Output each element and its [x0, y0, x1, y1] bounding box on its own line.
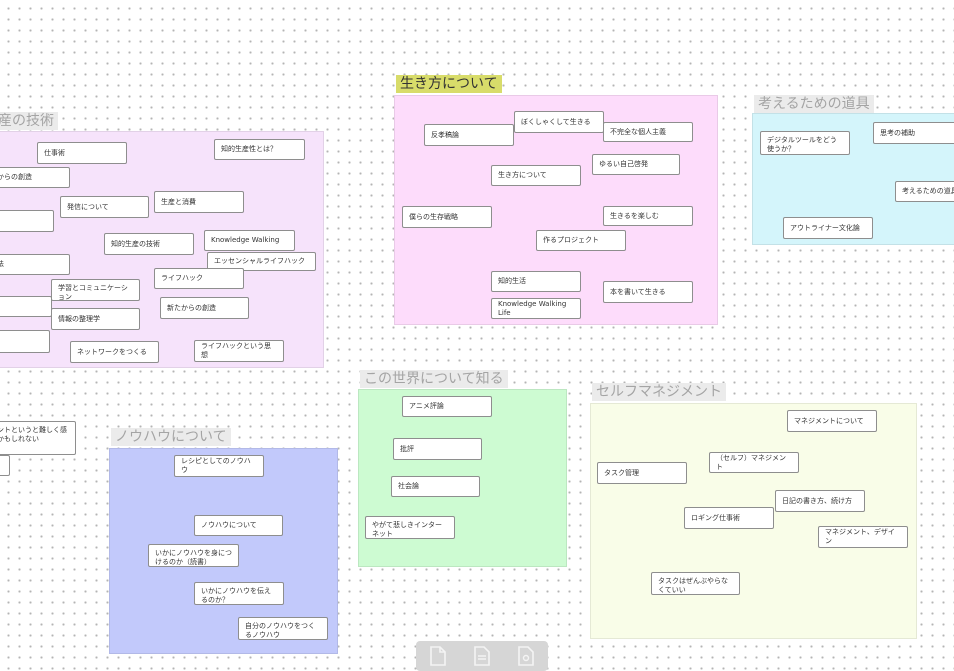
- card[interactable]: タスクはぜんぶやらなくていい: [651, 572, 740, 595]
- card[interactable]: [0, 210, 54, 232]
- group-title-lifestyle[interactable]: 生き方について: [396, 75, 502, 93]
- group-title-knowhow[interactable]: ノウハウについて: [111, 428, 231, 446]
- group-title-self-management[interactable]: セルフマネジメント: [592, 383, 726, 401]
- card[interactable]: 知的生活: [491, 271, 581, 292]
- card[interactable]: （セルフ）マネジメント: [709, 452, 799, 473]
- card[interactable]: 批評: [393, 438, 482, 460]
- card[interactable]: 情報の整理学: [51, 308, 140, 330]
- card[interactable]: 考えるための道具: [895, 181, 954, 202]
- card[interactable]: アニメ評論: [402, 396, 492, 417]
- group-title-tools[interactable]: 考えるための道具: [754, 95, 874, 113]
- card[interactable]: 知的生産性とは？: [214, 139, 305, 160]
- card[interactable]: タスク管理: [597, 462, 687, 484]
- card[interactable]: 生産と消費: [154, 191, 244, 213]
- card[interactable]: 生きるを楽しむ: [603, 206, 693, 226]
- card[interactable]: デジタルツールをどう使うか？: [760, 131, 850, 155]
- card[interactable]: ントというと難しく感かもしれない: [0, 421, 76, 455]
- card[interactable]: 自分のノウハウをつくるノウハウ: [238, 617, 328, 640]
- document-icon[interactable]: [471, 645, 493, 667]
- card[interactable]: レシピとしてのノウハウ: [174, 455, 264, 477]
- card[interactable]: 新たからの創造: [160, 297, 249, 319]
- card[interactable]: 生き方について: [491, 165, 581, 186]
- card[interactable]: 不完全な個人主義: [603, 122, 693, 142]
- card[interactable]: 日記の書き方、続け方: [775, 490, 865, 512]
- group-title-productivity[interactable]: 産の技術: [0, 112, 58, 130]
- card[interactable]: 作るプロジェクト: [536, 230, 626, 251]
- card[interactable]: 本を書いて生きる: [603, 281, 693, 303]
- card[interactable]: いかにノウハウを伝えるのか？: [194, 582, 284, 605]
- card[interactable]: ライフハック: [154, 268, 244, 289]
- card[interactable]: 法: [0, 254, 70, 275]
- card[interactable]: [0, 455, 10, 476]
- card[interactable]: マネジメントについて: [787, 410, 877, 432]
- card[interactable]: Knowledge Walking: [204, 230, 295, 251]
- card[interactable]: 発信について: [60, 196, 149, 218]
- page-icon[interactable]: [427, 645, 449, 667]
- card[interactable]: エッセンシャルライフハック: [207, 252, 316, 271]
- card[interactable]: 社会論: [391, 476, 480, 497]
- card[interactable]: 僕らの生存戦略: [402, 206, 492, 228]
- card[interactable]: いかにノウハウを身につけるのか（読書）: [148, 544, 239, 567]
- card[interactable]: ノウハウについて: [194, 515, 283, 536]
- card[interactable]: マネジメント、デザイン: [818, 526, 908, 548]
- card[interactable]: 反孝稿論: [424, 124, 514, 146]
- card[interactable]: ライフハックという思想: [194, 340, 284, 362]
- card[interactable]: [0, 330, 50, 353]
- card[interactable]: やがて悲しきインターネット: [365, 516, 455, 539]
- card[interactable]: 学習とコミュニケーション: [51, 279, 140, 301]
- bottom-toolbar: [416, 641, 548, 671]
- card[interactable]: 知的生産の技術: [104, 233, 194, 255]
- group-title-world[interactable]: この世界について知る: [360, 370, 508, 388]
- card[interactable]: ゆるい自己啓発: [592, 154, 680, 175]
- card[interactable]: Knowledge Walking Life: [491, 298, 581, 319]
- card[interactable]: 仕事術: [37, 142, 127, 164]
- card[interactable]: からの創造: [0, 167, 70, 188]
- card[interactable]: ネットワークをつくる: [70, 341, 159, 363]
- card[interactable]: 思考の補助: [873, 122, 954, 144]
- card[interactable]: [0, 296, 52, 317]
- card[interactable]: ぼくしゃくして生きる: [514, 111, 604, 133]
- card[interactable]: ロギング仕事術: [684, 507, 774, 529]
- settings-page-icon[interactable]: [515, 645, 537, 667]
- card[interactable]: アウトライナー文化論: [783, 217, 873, 239]
